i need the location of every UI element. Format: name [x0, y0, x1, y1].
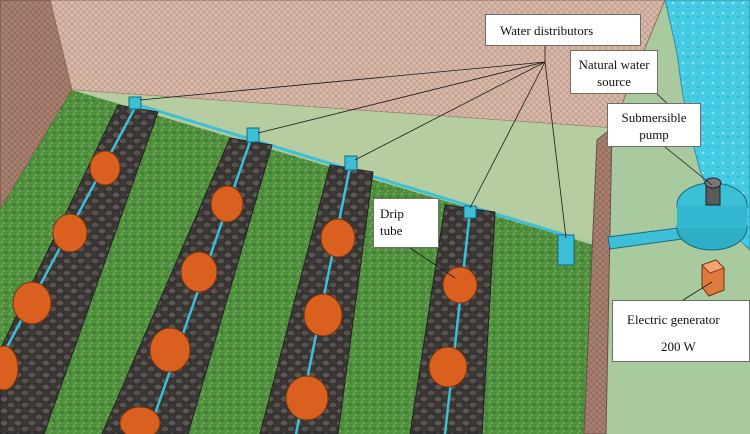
- distributor-4: [463, 205, 477, 219]
- drip-tube-text-line2: tube: [380, 223, 403, 238]
- water-distributors-text: Water distributors: [500, 23, 594, 38]
- clay-pot-emitter-icon: [52, 213, 88, 253]
- submersible-pump-icon: [676, 177, 748, 251]
- clay-pot-emitter-icon: [180, 251, 218, 293]
- clay-pot-emitter-icon: [12, 281, 52, 325]
- bed-2: [101, 135, 273, 434]
- submersible-pump-label: Submersible pump: [607, 103, 701, 147]
- clay-pot-emitter-icon: [89, 150, 121, 186]
- clay-pot-emitter-icon: [210, 185, 244, 223]
- drip-tube-label: Drip tube: [373, 198, 439, 248]
- water-distributors: [128, 96, 575, 266]
- water-distributors-label: Water distributors: [485, 14, 641, 46]
- clay-pot-emitter-icon: [428, 346, 468, 388]
- natural-water-source-text-line1: Natural water: [578, 57, 650, 72]
- clay-pot-emitter-icon: [442, 266, 478, 304]
- bed-4: [409, 204, 496, 434]
- clay-pot-emitter-icon: [320, 218, 356, 258]
- electric-generator-label: Electric generator 200 W: [612, 300, 750, 362]
- electric-generator-text: Electric generator: [627, 312, 720, 327]
- natural-water-source-label: Natural water source: [570, 50, 658, 94]
- drip-tube-text-line1: Drip: [380, 206, 404, 221]
- distributor-2: [246, 127, 260, 143]
- submersible-pump-text-line2: pump: [639, 127, 669, 142]
- clay-pot-emitter-icon: [149, 327, 191, 373]
- leader-lines: [139, 46, 713, 301]
- submersible-pump-text-line1: Submersible: [621, 110, 687, 125]
- generator-power-text: 200 W: [661, 339, 696, 354]
- distributor-main: [557, 234, 575, 266]
- clay-pot-emitter-icon: [0, 345, 19, 391]
- generator-icon: [701, 259, 725, 297]
- clay-pot-emitter-icon: [119, 406, 161, 434]
- bed-1: [0, 103, 159, 434]
- bed-3: [259, 161, 374, 434]
- clay-pot-emitter-icon: [285, 375, 329, 421]
- clay-pot-emitter-icon: [303, 293, 343, 337]
- distributor-3: [344, 155, 358, 171]
- natural-water-source-text-line2: source: [597, 74, 631, 89]
- distributor-1: [128, 96, 142, 110]
